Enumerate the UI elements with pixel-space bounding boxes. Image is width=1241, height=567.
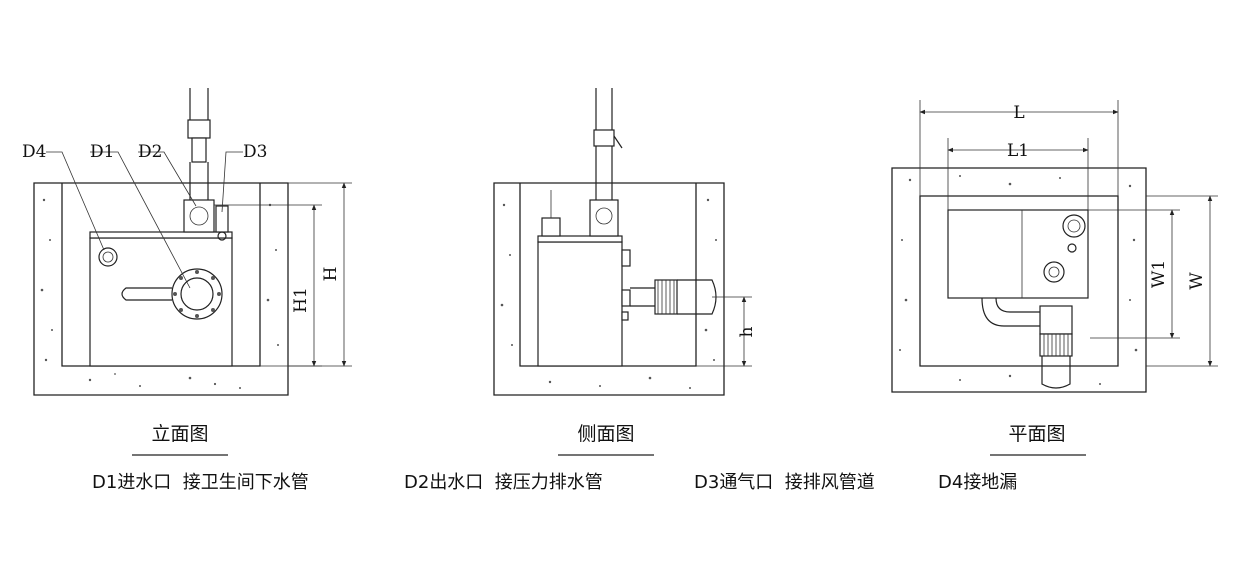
front-d2-label: D2	[138, 142, 162, 162]
side-outlet-pipe	[630, 279, 717, 315]
plan-l-label: L	[1013, 103, 1024, 123]
front-d2-pipe	[183, 88, 215, 233]
side-discharge-pipe	[589, 88, 623, 237]
side-ports	[621, 249, 631, 321]
side-h-dimension	[696, 296, 752, 367]
plan-outlet-pipe	[981, 297, 1073, 389]
front-caption: 立面图	[151, 423, 208, 445]
plan-ports	[1043, 214, 1086, 283]
legend-d1: D1进水口 接卫生间下水管	[92, 472, 309, 493]
plan-caption: 平面图	[1008, 423, 1065, 445]
plan-l-dimension	[919, 100, 1119, 196]
front-h-dimension	[288, 182, 352, 367]
plan-tank-body	[947, 209, 1089, 299]
legend-d4: D4接地漏	[938, 472, 1017, 493]
front-h1-label: H1	[291, 287, 311, 313]
front-d3-leader	[221, 151, 243, 213]
front-d1-inlet	[171, 268, 223, 320]
front-d1-leader	[90, 151, 191, 289]
front-internal-pipe	[121, 287, 172, 301]
side-caption: 侧面图	[577, 423, 634, 445]
side-tank-body	[537, 241, 623, 367]
front-d4-port	[98, 247, 118, 267]
front-d2-leader	[138, 151, 197, 207]
front-h-label: H	[321, 267, 341, 282]
side-pit-wall	[493, 182, 725, 396]
front-d4-leader	[46, 151, 105, 251]
legend-d2: D2出水口 接压力排水管	[404, 472, 603, 493]
legend: D1进水口 接卫生间下水管 D2出水口 接压力排水管 D3通气口 接排风管道 D…	[92, 472, 1017, 493]
front-pit-wall	[33, 182, 289, 396]
side-concrete-specks	[500, 198, 717, 389]
side-tank-lid	[537, 235, 623, 243]
plan-l1-dimension	[947, 138, 1089, 210]
side-view: h 侧面图	[493, 88, 757, 456]
front-d1-label: D1	[90, 142, 114, 162]
front-tank-lid	[89, 231, 233, 239]
front-concrete-specks	[40, 198, 279, 389]
legend-d3: D3通气口 接排风管道	[694, 472, 875, 493]
plan-pit-wall	[891, 167, 1147, 393]
front-d3-vent	[215, 205, 229, 241]
plan-w-dimension	[1146, 195, 1218, 367]
front-tank-body	[89, 237, 233, 367]
plan-w-label: W	[1187, 272, 1207, 290]
front-view: D4 D1 D2 D3 H1 H 立面图	[22, 88, 352, 456]
front-d3-label: D3	[243, 142, 267, 162]
side-sensor	[541, 190, 561, 237]
plan-view: L L1 W1 W 平面图	[891, 100, 1218, 456]
plan-l1-label: L1	[1007, 141, 1029, 161]
plan-concrete-specks	[899, 175, 1138, 385]
front-d4-label: D4	[22, 142, 46, 162]
plan-w1-label: W1	[1149, 260, 1169, 288]
side-h-label: h	[737, 326, 757, 337]
plan-w1-dimension	[1088, 209, 1180, 339]
